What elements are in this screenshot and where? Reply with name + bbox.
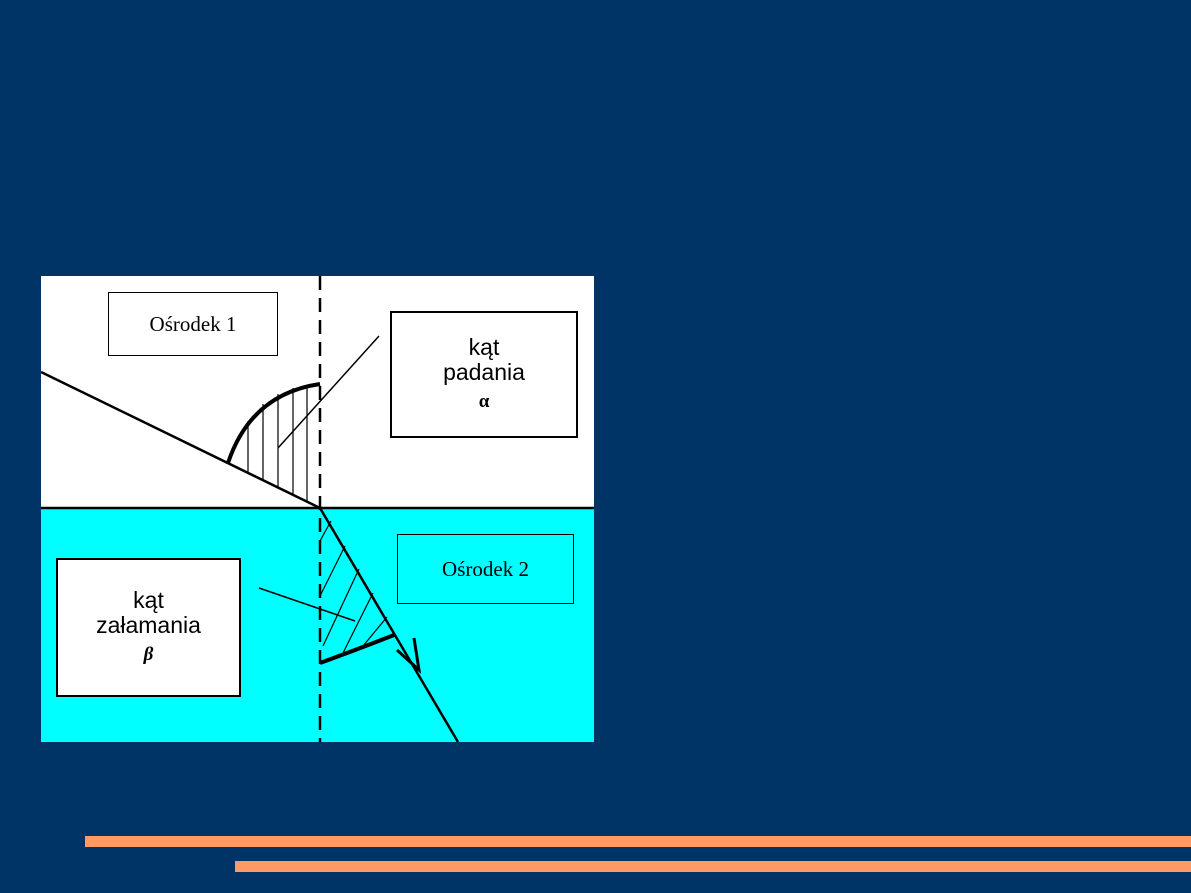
accent-bar-top (85, 836, 1191, 847)
incidence-angle-arc (226, 382, 321, 464)
refraction-angle-label-line1: kąt (133, 587, 164, 613)
refraction-diagram: Ośrodek 1 Ośrodek 2 kąt padania α kąt za… (41, 276, 594, 742)
medium-2-label: Ośrodek 2 (397, 534, 574, 604)
incidence-angle-hatching (247, 385, 308, 502)
alpha-symbol: α (478, 391, 490, 412)
refraction-angle-label-line2: załamania (96, 612, 201, 638)
refraction-drawing (41, 276, 594, 742)
refraction-angle-arc (319, 633, 395, 665)
refracted-ray-arrow (395, 637, 422, 674)
accent-bar-bottom (235, 861, 1191, 872)
refraction-angle-label: kąt załamania β (56, 558, 241, 697)
incidence-angle-label-line1: kąt (468, 334, 500, 360)
refraction-pointer-line (258, 587, 356, 622)
refracted-ray (318, 507, 460, 742)
medium-1-label: Ośrodek 1 (108, 292, 278, 356)
refraction-angle-hatching (319, 520, 388, 654)
incident-ray (41, 370, 321, 510)
incidence-angle-label: kąt padania α (390, 311, 578, 438)
beta-symbol: β (143, 644, 154, 665)
incidence-angle-label-line2: padania (443, 359, 525, 385)
incidence-pointer-line (277, 335, 380, 449)
